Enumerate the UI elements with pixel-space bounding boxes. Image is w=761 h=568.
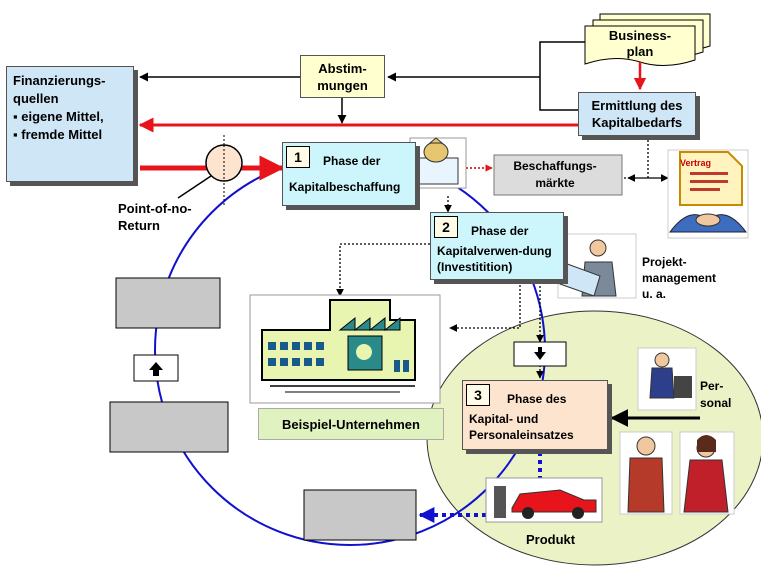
- grey-box-1: [115, 277, 221, 329]
- cycle-arrow-box: [133, 354, 179, 382]
- product-car-icon: [485, 477, 603, 523]
- source-item-own: ▪ eigene Mittel,: [13, 109, 104, 124]
- worker-man-icon: [619, 431, 673, 515]
- point-of-no-return-valve: [177, 135, 243, 205]
- phase1-subtitle: Kapitalbeschaffung: [289, 180, 401, 194]
- phase1-box: 1 Phase der Kapitalbeschaffung: [282, 142, 416, 206]
- phase3-box: 3 Phase des Kapital- und Personaleinsatz…: [462, 380, 608, 450]
- phase2-title: Phase der: [471, 224, 529, 238]
- businessplan-document-stack: [584, 13, 711, 66]
- phase2-box: 2 Phase der Kapitalverwen-dung (Investit…: [430, 212, 564, 280]
- point-of-no-return-label: Point-of-no-Return: [118, 201, 192, 233]
- produkt-label: Produkt: [526, 532, 576, 547]
- phase1-title: Phase der: [323, 154, 381, 168]
- beschaffungsmaerkte-label: Beschaffungs-märkte: [513, 159, 597, 190]
- kapitalbedarf-label: Ermittlung des Kapitalbedarfs: [591, 98, 683, 130]
- company-label: Beispiel-Unternehmen: [282, 417, 420, 432]
- grey-box-2: [109, 401, 229, 453]
- phase2-number: 2: [434, 216, 458, 238]
- phase2-subtitle: Kapitalverwen-dung (Investitition): [437, 244, 552, 274]
- planning-connectors: [139, 41, 585, 124]
- worker-woman-icon: [679, 431, 735, 515]
- source-item-external: ▪ fremde Mittel: [13, 127, 103, 142]
- financing-sources-box: Finanzierungs-quellen ▪ eigene Mittel, ▪…: [6, 66, 134, 182]
- projektmanagement-label: Projekt-management u. a.: [642, 255, 717, 301]
- phase3-number: 3: [466, 384, 490, 406]
- phase3-title: Phase des: [507, 392, 567, 406]
- vertrag-label: Vertrag: [680, 158, 712, 168]
- money-bag-icon: [409, 137, 467, 189]
- project-manager-icon: [557, 233, 637, 299]
- company-illustration: [249, 294, 441, 404]
- phase3-subtitle: Kapital- und Personaleinsatzes: [469, 412, 574, 442]
- businessplan-label: Business-plan: [608, 28, 672, 59]
- abstimmungen-label: Abstim-mungen: [317, 61, 368, 93]
- personal-label: Per-sonal: [700, 379, 732, 410]
- worker-machine-icon: [637, 347, 697, 411]
- financing-sources-title: Finanzierungs-quellen: [13, 73, 106, 106]
- dotted-black-connectors: [336, 140, 669, 379]
- phase1-number: 1: [286, 146, 310, 168]
- contract-handshake-icon: [667, 149, 749, 239]
- down-arrow-box: [513, 341, 567, 367]
- abstimmungen-box: Abstim-mungen: [300, 55, 385, 98]
- grey-box-3: [303, 489, 417, 541]
- kapitalbedarf-box: Ermittlung des Kapitalbedarfs: [578, 92, 696, 136]
- company-label-box: Beispiel-Unternehmen: [258, 408, 444, 440]
- beschaffungsmaerkte-box: [493, 154, 623, 196]
